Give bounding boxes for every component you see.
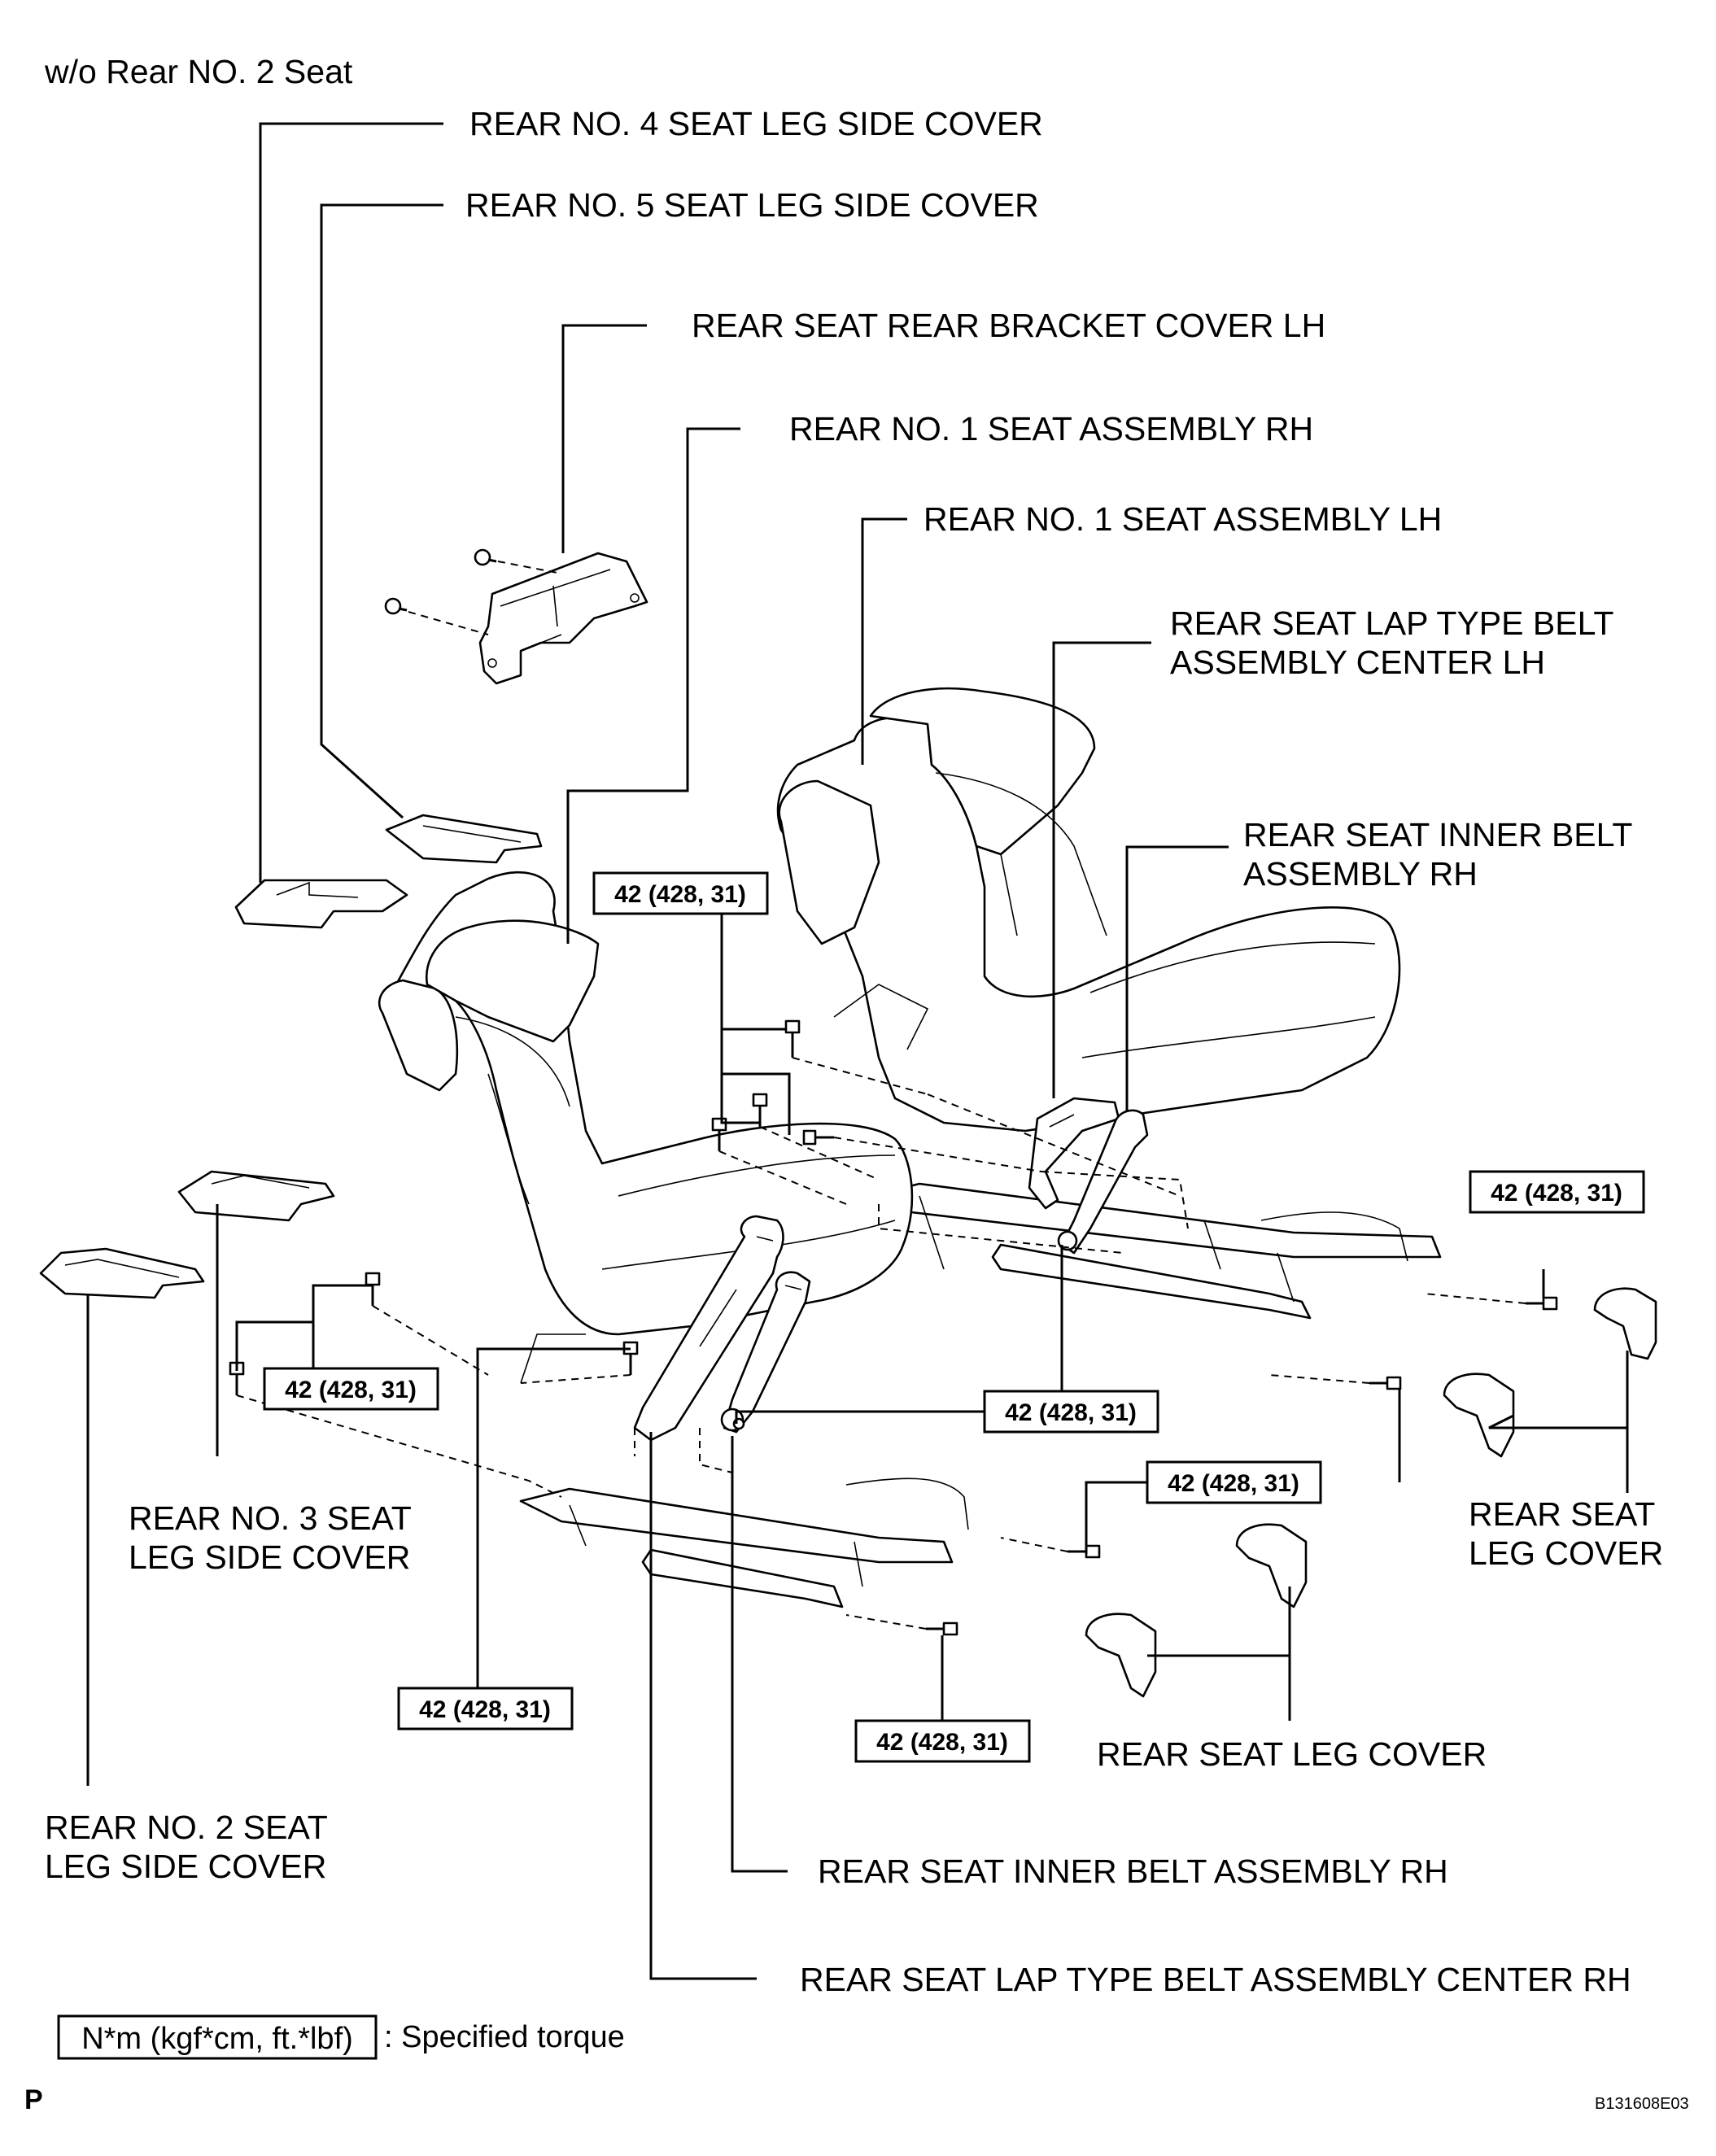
label-lap-belt-center-rh: REAR SEAT LAP TYPE BELT ASSEMBLY CENTER …	[800, 1961, 1631, 1998]
rear-no1-seat-lh-part	[776, 687, 1442, 1320]
torque-box: 42 (428, 31)	[263, 1367, 439, 1411]
label-lap-belt-center-lh-line1: REAR SEAT LAP TYPE BELT	[1170, 604, 1613, 642]
label-rear-no4-seat-leg-side-cover: REAR NO. 4 SEAT LEG SIDE COVER	[469, 105, 1043, 142]
lap-belt-center-rh-part	[633, 1215, 784, 1442]
label-rear-seat-rear-bracket-cover-lh: REAR SEAT REAR BRACKET COVER LH	[692, 307, 1325, 344]
bracket-screw	[384, 548, 497, 615]
label-rear-seat-leg-cover-right-line1: REAR SEAT	[1469, 1495, 1655, 1533]
torque-value: 42 (428, 31)	[285, 1377, 417, 1403]
label-rear-no3-seat-leg-side-cover-line1: REAR NO. 3 SEAT	[129, 1499, 412, 1537]
lap-belt-center-lh-part	[1028, 1097, 1120, 1210]
rear-seat-leg-cover-part	[1085, 1287, 1657, 1698]
rear-no1-seat-rh-part	[378, 871, 969, 1608]
label-inner-belt-rh-lower: REAR SEAT INNER BELT ASSEMBLY RH	[818, 1853, 1448, 1890]
label-rear-no1-seat-assembly-rh: REAR NO. 1 SEAT ASSEMBLY RH	[789, 410, 1313, 447]
torque-box: 42 (428, 31)	[983, 1390, 1159, 1434]
torque-box: 42 (428, 31)	[1146, 1460, 1322, 1504]
label-rear-no2-seat-leg-side-cover-line2: LEG SIDE COVER	[45, 1848, 326, 1885]
torque-box: 42 (428, 31)	[1469, 1170, 1645, 1214]
torque-value: 42 (428, 31)	[614, 881, 746, 908]
rear-no2-leg-side-cover-part	[39, 1247, 205, 1299]
torque-box: 42 (428, 31)	[854, 1719, 1031, 1763]
rear-no3-leg-side-cover-part	[177, 1170, 335, 1222]
label-rear-seat-leg-cover-bottom: REAR SEAT LEG COVER	[1097, 1735, 1487, 1773]
assembly-guide-lines	[236, 1057, 1526, 1630]
label-inner-belt-rh-upper-line1: REAR SEAT INNER BELT	[1243, 816, 1632, 853]
torque-value: 42 (428, 31)	[1491, 1180, 1622, 1207]
legend-description: : Specified torque	[384, 2020, 625, 2054]
label-rear-no5-seat-leg-side-cover: REAR NO. 5 SEAT LEG SIDE COVER	[465, 186, 1039, 224]
torque-value: 42 (428, 31)	[1168, 1470, 1299, 1497]
rear-no5-leg-side-cover-part	[385, 814, 543, 864]
label-rear-no3-seat-leg-side-cover-line2: LEG SIDE COVER	[129, 1538, 410, 1576]
bolt	[229, 1019, 1558, 1636]
torque-box: 42 (428, 31)	[592, 871, 769, 915]
rear-bracket-cover-lh-part	[478, 552, 648, 685]
label-inner-belt-rh-upper-line2: ASSEMBLY RH	[1243, 855, 1478, 893]
figure-code: B131608E03	[1595, 2095, 1689, 2113]
label-rear-no1-seat-assembly-lh: REAR NO. 1 SEAT ASSEMBLY LH	[923, 500, 1442, 538]
torque-value: 42 (428, 31)	[1005, 1399, 1137, 1426]
legend-unit-box: N*m (kgf*cm, ft.*lbf)	[81, 2022, 353, 2056]
label-lap-belt-center-lh-line2: ASSEMBLY CENTER LH	[1170, 644, 1545, 681]
torque-legend: N*m (kgf*cm, ft.*lbf) : Specified torque	[57, 2014, 625, 2060]
rear-no4-leg-side-cover-part	[234, 879, 408, 929]
leader-lines	[86, 122, 1629, 1980]
label-rear-no2-seat-leg-side-cover-line1: REAR NO. 2 SEAT	[45, 1809, 328, 1846]
diagram-title: w/o Rear NO. 2 Seat	[44, 53, 353, 90]
torque-box: 42 (428, 31)	[397, 1687, 574, 1730]
torque-value: 42 (428, 31)	[876, 1729, 1008, 1756]
footer-left-mark: P	[24, 2084, 43, 2115]
torque-value: 42 (428, 31)	[419, 1696, 551, 1723]
label-rear-seat-leg-cover-right-line2: LEG COVER	[1469, 1534, 1663, 1572]
